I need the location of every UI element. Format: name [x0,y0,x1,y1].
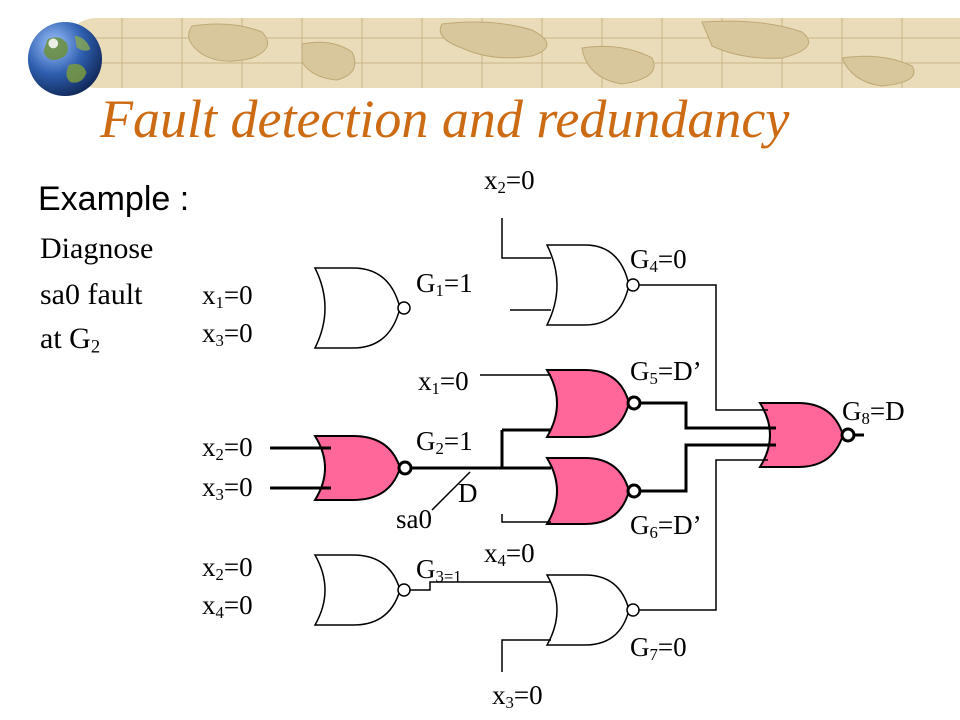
example-heading: Example : [38,180,190,218]
gate-g8-nor [758,402,856,468]
gate-g6-nor [545,457,642,525]
label-g3-input-x4: x4=0 [202,590,253,623]
label-g6-output: G6=D’ [630,510,702,543]
gate-g4-nor [545,244,640,326]
gate-g2-nor [313,435,413,501]
label-g1-input-x1: x1=0 [202,280,253,313]
label-bottom-x3: x3=0 [492,680,543,713]
label-g5-output: G5=D’ [630,356,702,389]
label-g7-output: G7=0 [630,632,687,665]
slide-title: Fault detection and redundancy [100,89,790,149]
label-g1-input-x3: x3=0 [202,318,253,351]
label-g3-input-x2: x2=0 [202,552,253,585]
gate-g1-nor [313,267,411,349]
label-fault-sa0: sa0 [396,504,432,534]
label-top-x2: x2=0 [484,165,535,198]
gate-g7-nor [545,574,640,646]
description-line-1: Diagnose [40,232,154,265]
label-g2-input-x3: x3=0 [202,472,253,505]
label-g4-output: G4=0 [630,244,687,277]
gate-g5-nor [545,369,642,438]
label-g2-input-x2: x2=0 [202,432,253,465]
label-g1-output: G1=1 [416,268,473,301]
header-map-banner [62,18,960,88]
fault-path-wires [270,401,864,493]
gate-g3-nor [313,554,411,626]
label-g8-output: G8=D [842,396,905,429]
map-grid-pattern [62,18,960,88]
label-g5-input-x1: x1=0 [418,366,469,399]
fault-pointer-line [431,471,471,511]
wires [410,218,768,672]
label-g3-output: G3=1 [416,554,462,587]
description-line-3: at G2 [40,322,101,358]
label-fault-d: D [458,478,478,508]
label-g6-input-x4: x4=0 [484,538,535,571]
globe-logo-icon [27,21,103,97]
label-g2-output: G2=1 [416,426,473,459]
description-line-2: sa0 fault [40,278,143,311]
